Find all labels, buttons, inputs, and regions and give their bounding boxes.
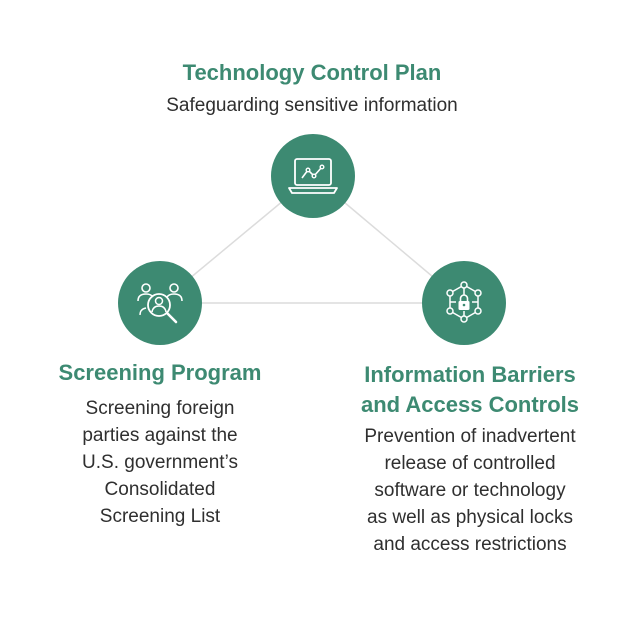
information-barriers-title: Information Barriers and Access Controls <box>330 360 610 420</box>
description-line: Prevention of inadvertent <box>364 426 576 447</box>
people-search-icon <box>137 283 183 324</box>
network-lock-icon <box>446 281 482 323</box>
description-line: parties against the <box>82 425 238 446</box>
screening-program-description: Screening foreign parties against the U.… <box>30 395 290 530</box>
description-line: Screening List <box>99 506 221 527</box>
description-line: Consolidated <box>104 479 216 500</box>
information-barriers-node <box>422 261 506 345</box>
description-line: U.S. government’s <box>82 452 238 473</box>
screening-program-node <box>118 261 202 345</box>
title-line: Information Barriers <box>364 362 576 387</box>
description-line: and access restrictions <box>373 534 567 555</box>
description-line: as well as physical locks <box>367 507 573 528</box>
technology-control-plan-description: Safeguarding sensitive information <box>166 95 458 116</box>
screening-program-title: Screening Program <box>58 360 262 385</box>
description-line: Screening foreign <box>85 398 235 419</box>
title-line: and Access Controls <box>360 392 580 417</box>
description-line: software or technology <box>374 480 566 501</box>
laptop-chart-icon <box>288 158 338 194</box>
description-line: release of controlled <box>384 453 556 474</box>
information-barriers-description: Prevention of inadvertent release of con… <box>330 423 610 558</box>
technology-control-plan-title: Technology Control Plan <box>182 60 442 85</box>
technology-control-plan-node <box>271 134 355 218</box>
